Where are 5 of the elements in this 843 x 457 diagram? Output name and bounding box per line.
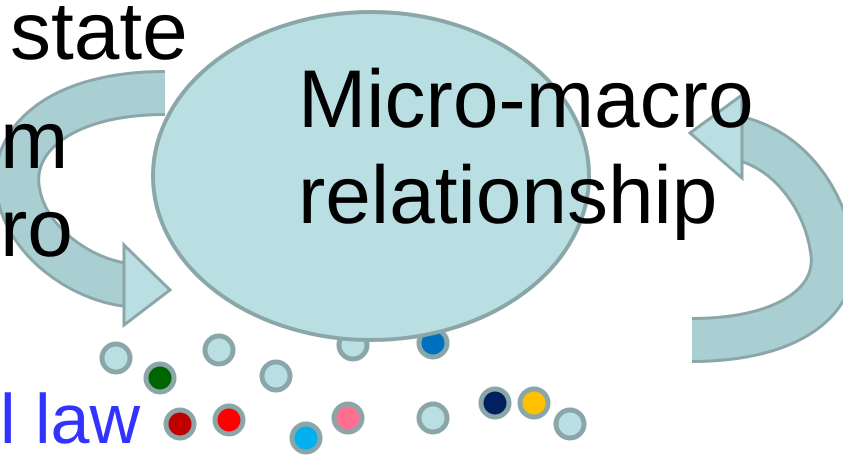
text-label: ro — [0, 188, 73, 270]
text-label: state — [10, 0, 188, 68]
text-label: l law — [0, 384, 140, 454]
text-label: m — [0, 100, 68, 182]
ellipse-label: Micro-macro relationship — [298, 53, 755, 243]
